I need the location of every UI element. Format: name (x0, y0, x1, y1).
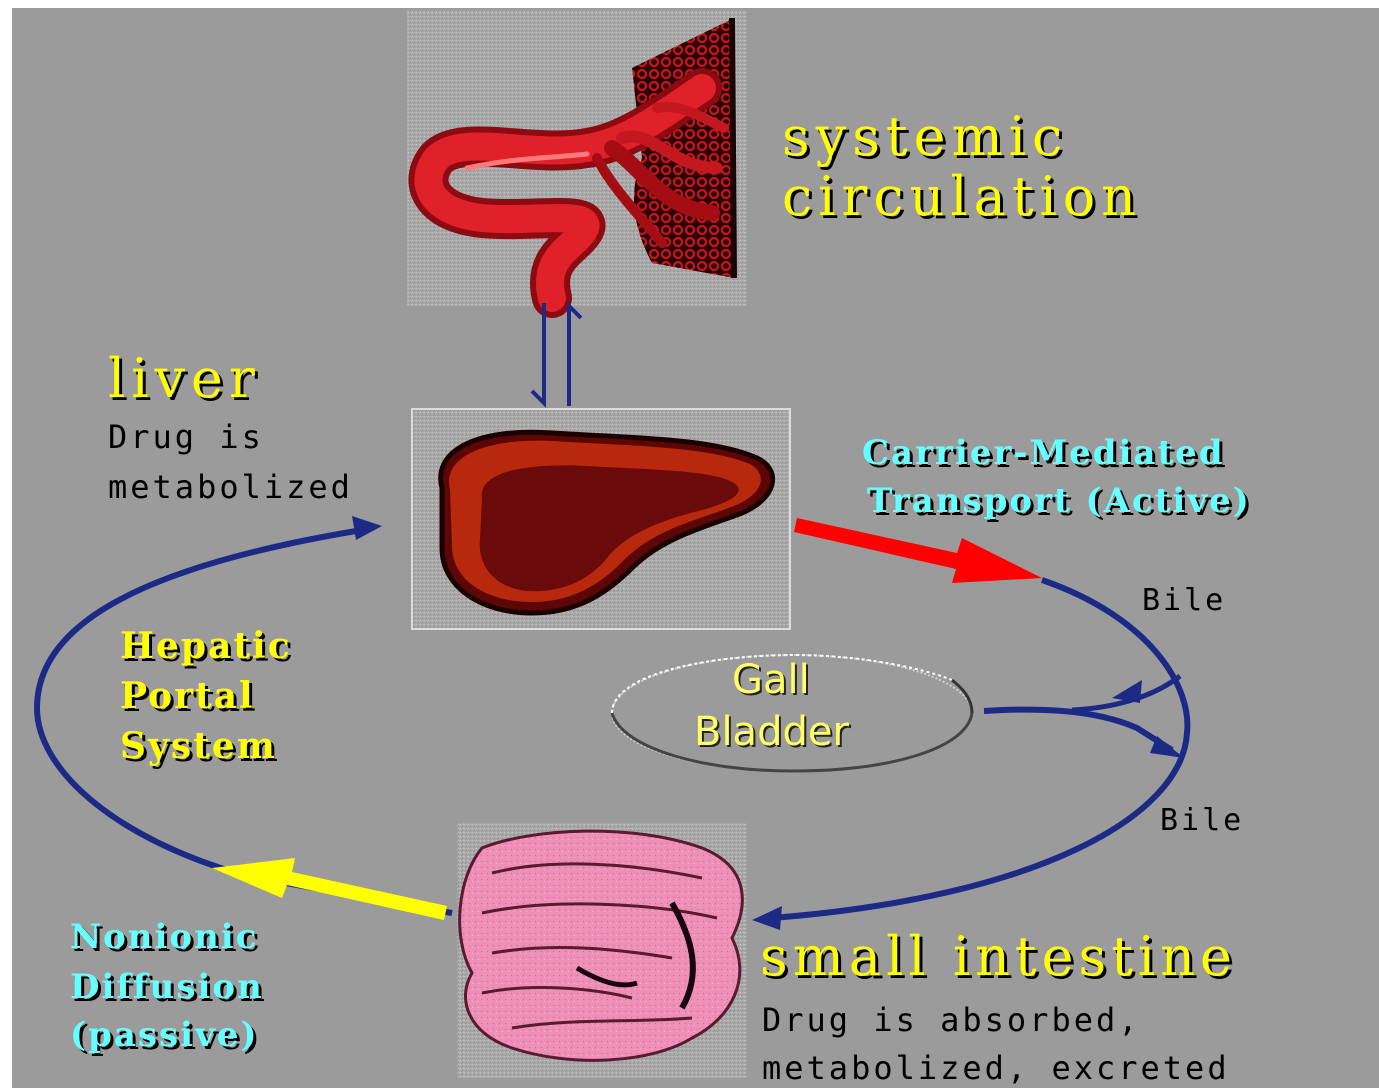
nonionic-label-line2: Diffusion (70, 970, 264, 1004)
hepatic-portal-label-line3: System (120, 728, 277, 764)
bile-label-lower: Bile (1160, 806, 1244, 836)
small-intestine-image (457, 823, 747, 1078)
equilibrium-arrows (532, 303, 581, 406)
liver-desc-line2: metabolized (108, 471, 353, 503)
liver-image (412, 409, 790, 629)
nonionic-label-line3: (passive) (70, 1018, 259, 1052)
nonionic-label-line1: Nonionic (70, 920, 258, 954)
blood-vessel-image (407, 10, 747, 306)
gall-bladder-label-line2: Bladder (694, 712, 849, 752)
hepatic-portal-label-line2: Portal (120, 678, 255, 714)
liver-desc-line1: Drug is (108, 421, 264, 453)
bile-loop (752, 580, 1187, 930)
nonionic-diffusion-arrow (212, 858, 447, 920)
systemic-circulation-label-line1: systemic (782, 110, 1068, 164)
diagram-canvas: systemic circulation liver Drug is metab… (12, 8, 1379, 1088)
carrier-transport-label-line2: Transport (Active) (867, 484, 1251, 518)
bile-label-upper: Bile (1142, 586, 1226, 616)
small-intestine-label: small intestine (760, 930, 1237, 984)
hepatic-portal-label-line1: Hepatic (120, 628, 292, 664)
bile-exchange-arrows (984, 676, 1184, 758)
systemic-circulation-label-line2: circulation (782, 170, 1142, 224)
carrier-transport-arrow (794, 518, 1042, 583)
small-intestine-desc-line1: Drug is absorbed, (762, 1004, 1141, 1036)
small-intestine-desc-line2: metabolized, excreted (762, 1052, 1230, 1084)
liver-label: liver (108, 352, 261, 406)
gall-bladder-label-line1: Gall (732, 660, 810, 700)
carrier-transport-label-line1: Carrier-Mediated (862, 436, 1225, 470)
